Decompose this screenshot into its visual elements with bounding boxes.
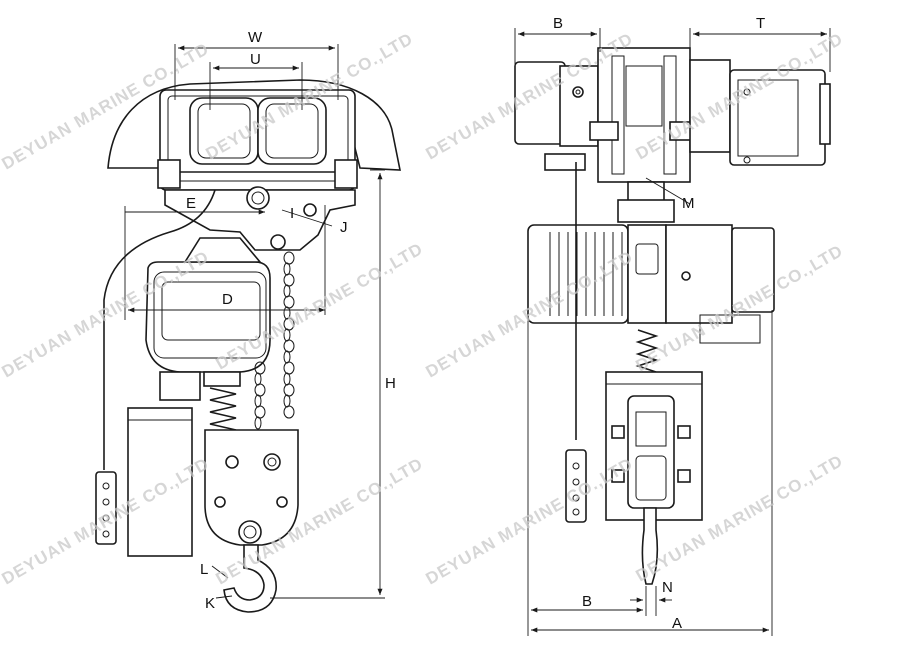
dim-label-L: L xyxy=(200,561,208,578)
pendant xyxy=(95,471,117,545)
dim-label-D: D xyxy=(222,291,233,308)
dim-label-B-top: B xyxy=(553,15,563,32)
chain-link xyxy=(283,273,295,287)
chain-link xyxy=(254,416,262,430)
front-view: B T M B N A xyxy=(514,15,831,636)
chain-link xyxy=(283,295,295,309)
dim-label-H: H xyxy=(385,375,396,392)
dim-label-K: K xyxy=(205,595,215,612)
watermark-layer: DEYUAN MARINE CO.,LTD DEYUAN MARINE CO.,… xyxy=(0,29,846,588)
chain-link xyxy=(283,394,291,408)
chain-link xyxy=(283,405,295,419)
watermark: DEYUAN MARINE CO.,LTD xyxy=(423,454,637,588)
dim-label-E: E xyxy=(186,195,196,212)
trolley-cover xyxy=(107,79,401,171)
chain-link xyxy=(283,251,295,265)
trolley-frame-front xyxy=(597,47,691,183)
hook xyxy=(223,544,277,613)
chain-link xyxy=(254,405,266,419)
dim-label-B-bottom: B xyxy=(582,593,592,610)
dim-label-M: M xyxy=(682,195,695,212)
left-side-view: W U E I J D H L K xyxy=(95,29,401,613)
dim-label-A: A xyxy=(672,615,682,632)
wheel-right xyxy=(257,97,327,165)
chain-link xyxy=(254,383,266,397)
dim-label-W: W xyxy=(248,29,263,46)
spring-front xyxy=(635,329,659,373)
hoist-gearbox xyxy=(665,224,733,324)
chain-link xyxy=(283,383,295,397)
chain-link xyxy=(283,262,291,276)
dim-label-I: I xyxy=(290,205,294,222)
dim-label-U: U xyxy=(250,51,261,68)
load-chain xyxy=(254,251,295,430)
pin-I xyxy=(246,186,270,210)
chain-link xyxy=(283,339,295,353)
chain-link xyxy=(283,350,291,364)
dim-label-J: J xyxy=(340,219,348,236)
dim-label-N: N xyxy=(662,579,673,596)
spring xyxy=(209,387,237,431)
hook-front xyxy=(641,507,659,585)
chain-link xyxy=(283,372,291,386)
chain-link xyxy=(283,361,295,375)
pendant-cable xyxy=(103,189,216,470)
chain-link xyxy=(254,394,262,408)
pendant-front xyxy=(565,449,587,523)
hoist-end-cap xyxy=(731,227,775,313)
chain-link xyxy=(254,372,262,386)
motor-body xyxy=(145,261,271,373)
hook-block-front xyxy=(627,395,675,509)
chain-link xyxy=(283,284,291,298)
control-box xyxy=(127,407,193,557)
dim-label-T: T xyxy=(756,15,765,32)
